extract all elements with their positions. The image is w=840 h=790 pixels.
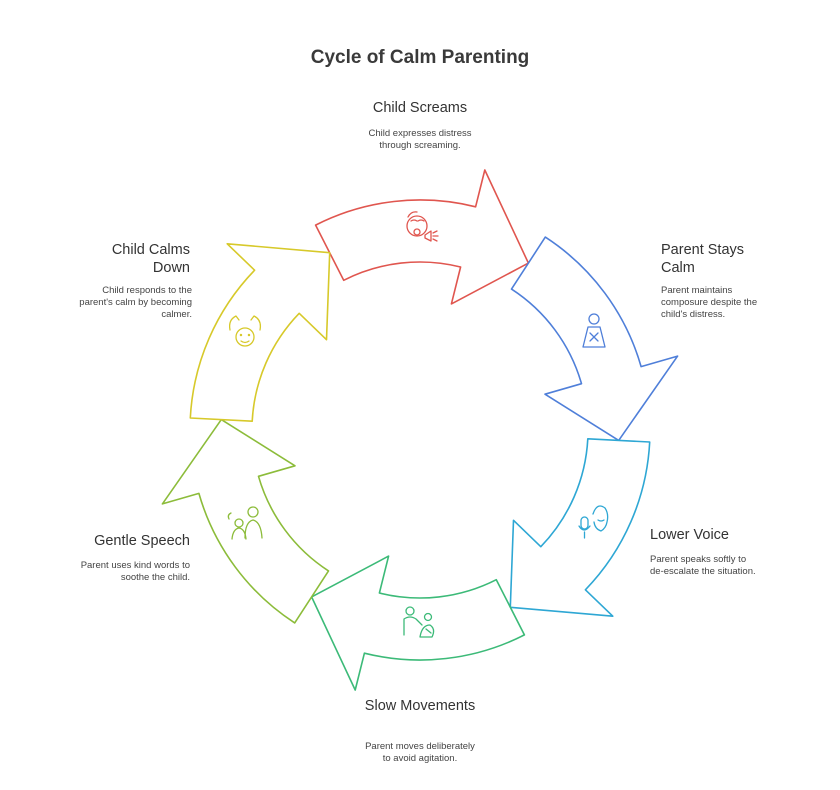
calm-parent-icon (582, 313, 606, 348)
arrow-child-calms-down (189, 243, 331, 422)
parent-speaking-icon (227, 506, 263, 540)
microphone-face-icon (578, 505, 609, 539)
stage-desc-child-screams: Child expresses distress through screami… (368, 128, 472, 151)
arrow-parent-stays-calm (510, 236, 679, 442)
stage-desc-slow-movements: Parent moves deliberately to avoid agita… (365, 741, 475, 764)
arrow-gentle-speech (161, 418, 330, 624)
stage-title-lower-voice: Lower Voice (650, 527, 729, 543)
stage-title-slow-movements: Slow Movements (364, 698, 476, 714)
stage-title-parent-stays-calm: Parent Stays Calm (661, 242, 745, 276)
stage-title-gentle-speech: Gentle Speech (94, 533, 190, 549)
stage-desc-parent-stays-calm: Parent maintains composure despite the c… (661, 285, 758, 320)
screaming-child-icon (406, 211, 439, 242)
arrow-slow-movements (310, 555, 526, 691)
diagram-title: Cycle of Calm Parenting (310, 47, 530, 68)
stage-title-child-screams: Child Screams (372, 100, 468, 116)
stage-desc-child-calms-down: Child responds to the parent's calm by b… (79, 285, 192, 320)
parent-child-movement-icon (403, 606, 435, 638)
stage-desc-lower-voice: Parent speaks softly to de-escalate the … (650, 554, 756, 577)
calm-child-icon (228, 315, 262, 347)
stage-desc-gentle-speech: Parent uses kind words to soothe the chi… (80, 560, 190, 583)
stage-title-child-calms-down: Child Calms Down (111, 242, 190, 276)
arrow-child-screams (314, 169, 530, 305)
